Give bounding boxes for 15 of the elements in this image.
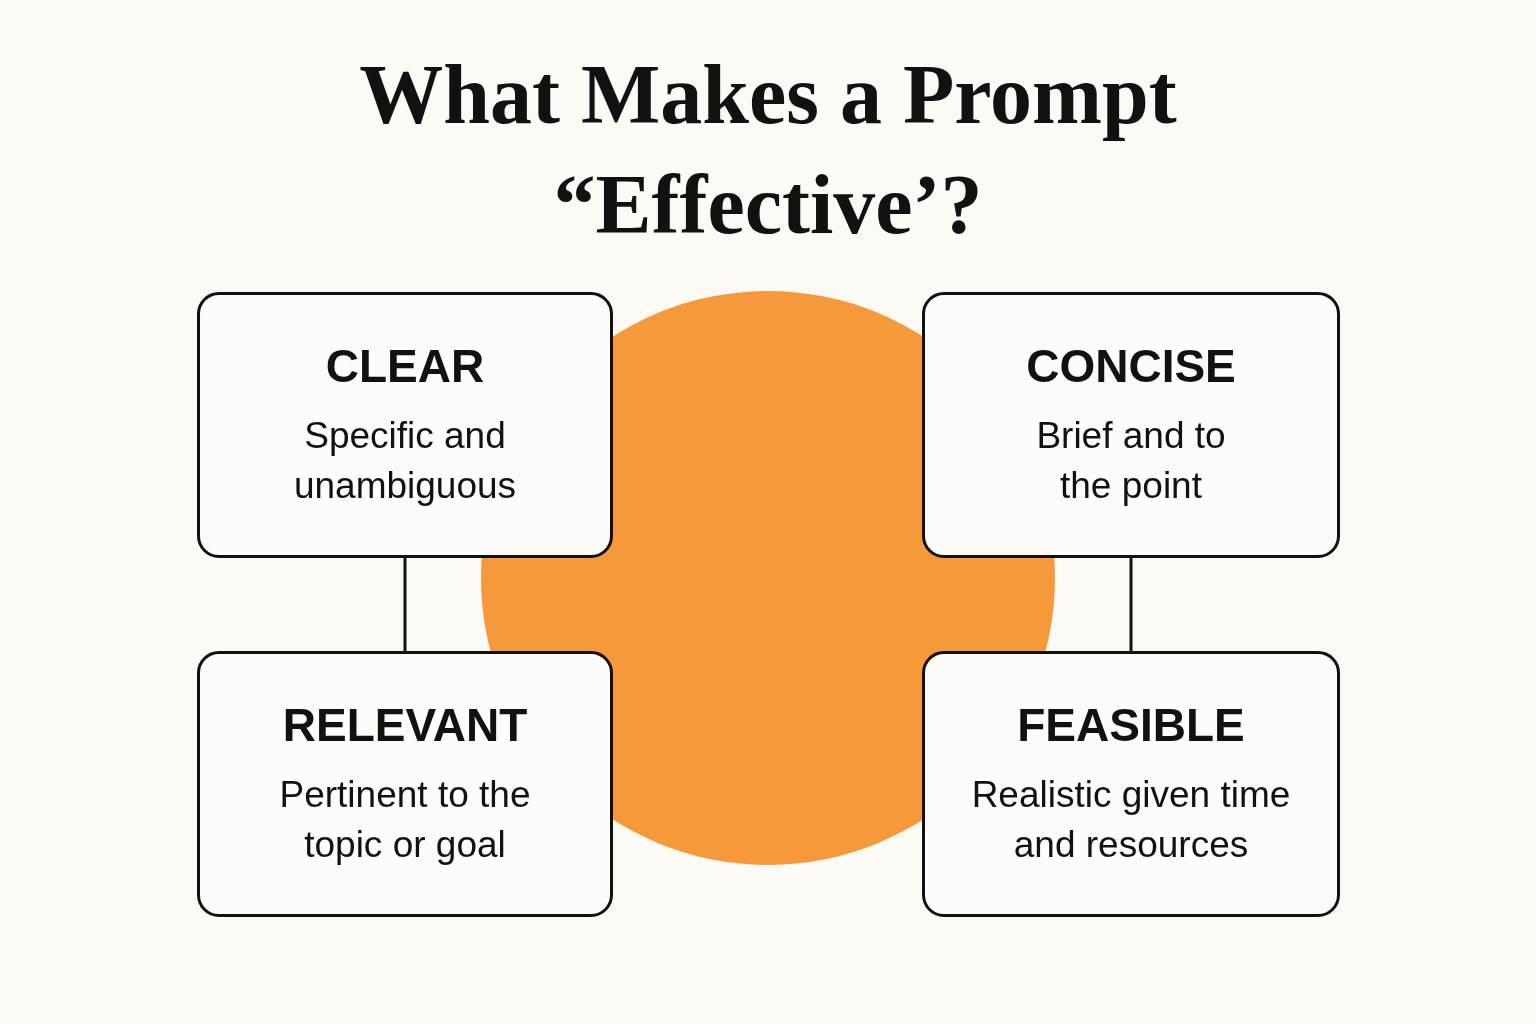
connector-line xyxy=(1129,558,1133,651)
card-description: Realistic given time and resources xyxy=(970,773,1292,867)
card-heading: CLEAR xyxy=(325,339,485,393)
quality-card xyxy=(922,651,1340,917)
connector-line xyxy=(403,558,407,651)
card-heading: RELEVANT xyxy=(282,698,528,752)
card-heading: FEASIBLE xyxy=(1017,698,1245,752)
quality-card xyxy=(197,651,613,917)
card-description: Brief and to the point xyxy=(1035,414,1227,508)
quality-card xyxy=(197,292,613,558)
card-description: Specific and unambiguous xyxy=(292,414,518,508)
quality-card xyxy=(922,292,1340,558)
title: What Makes a Prompt “Effective’? xyxy=(358,47,1178,253)
card-description: Pertinent to the topic or goal xyxy=(278,773,532,867)
card-heading: CONCISE xyxy=(1026,339,1236,393)
